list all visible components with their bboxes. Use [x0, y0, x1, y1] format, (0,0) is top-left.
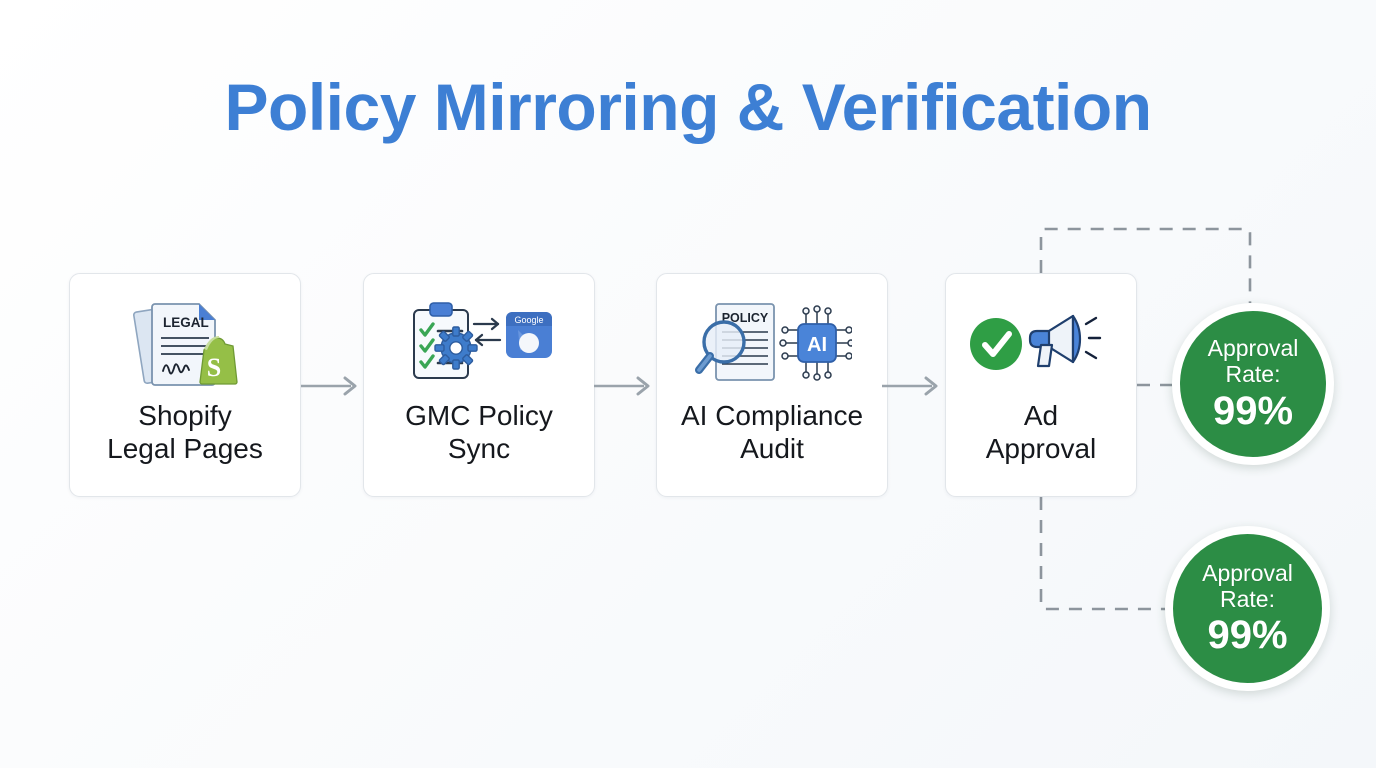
flow-card-label: GMC Policy Sync	[405, 400, 553, 464]
metric-approval-rate-bottom[interactable]: Approval Rate: 99%	[1165, 526, 1330, 691]
policy-doc-heading: POLICY	[722, 311, 769, 325]
metric-label: Approval Rate:	[1207, 335, 1299, 387]
svg-text:S: S	[207, 353, 221, 382]
flow-card-ad-approval[interactable]: Ad Approval	[945, 273, 1137, 497]
flow-arrow-2	[594, 376, 650, 396]
dashed-path-bottom	[1039, 497, 1168, 611]
check-megaphone-icon	[966, 296, 1116, 392]
page-title: Policy Mirroring & Verification	[224, 70, 1152, 144]
flow-card-label: Shopify Legal Pages	[107, 400, 263, 464]
ai-chip-label: AI	[807, 334, 827, 356]
legal-document-shopify-icon: LEGAL S	[125, 296, 245, 392]
metric-approval-rate-top[interactable]: Approval Rate: 99%	[1172, 303, 1334, 465]
metric-value: 99%	[1207, 613, 1288, 658]
flow-card-label: AI Compliance Audit	[680, 400, 864, 464]
flow-card-label: Ad Approval	[985, 400, 1097, 464]
metric-value: 99%	[1212, 388, 1294, 433]
flow-arrow-3	[882, 376, 938, 396]
metric-label: Approval Rate:	[1202, 559, 1293, 612]
check-circle-icon	[970, 318, 1022, 370]
google-tile-label: Google	[514, 315, 543, 325]
flow-card-shopify-legal-pages[interactable]: LEGAL S Shopify Legal Pages	[69, 273, 301, 497]
clipboard-gear-google-sync-icon: Google	[404, 296, 554, 392]
flow-arrow-1	[301, 376, 357, 396]
magnifier-policy-ai-chip-icon: POLICY	[692, 296, 852, 392]
legal-doc-heading: LEGAL	[163, 315, 209, 330]
flow-card-gmc-policy-sync[interactable]: Google GMC Policy Sync	[363, 273, 595, 497]
flow-card-ai-compliance-audit[interactable]: POLICY	[656, 273, 888, 497]
